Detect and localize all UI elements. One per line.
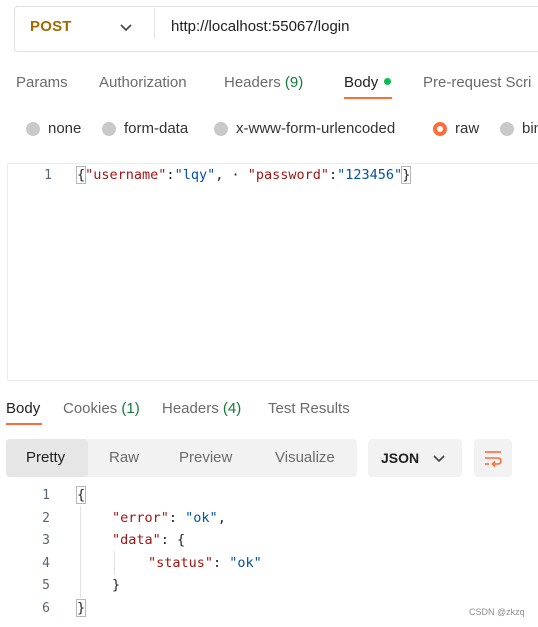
json-colon: :	[329, 167, 338, 183]
json-key: "password"	[247, 167, 330, 183]
response-tab-headers[interactable]: Headers (4)	[162, 400, 241, 417]
json-key: "error"	[112, 510, 169, 526]
line-number: 6	[42, 601, 50, 616]
radio-raw[interactable]: raw	[433, 120, 479, 137]
radio-label: raw	[455, 120, 480, 137]
view-visualize[interactable]: Visualize	[275, 449, 335, 466]
json-colon: :	[213, 555, 230, 571]
line-number: 3	[42, 533, 50, 548]
tab-pre-request-script[interactable]: Pre-request Scri	[423, 74, 531, 91]
line-number: 4	[42, 556, 50, 571]
view-mode-active-bg	[6, 439, 88, 477]
tab-params[interactable]: Params	[16, 74, 68, 91]
url-bar	[14, 6, 538, 52]
radio-none[interactable]: none	[26, 120, 81, 137]
view-preview[interactable]: Preview	[179, 449, 233, 466]
response-line: {	[75, 486, 87, 504]
radio-label: bin	[522, 120, 538, 137]
response-line: "status": "ok"	[148, 555, 262, 571]
brace-open: {	[75, 166, 87, 184]
radio-label: form-data	[124, 120, 189, 137]
tab-label: Headers	[162, 400, 219, 417]
request-body-editor[interactable]	[7, 163, 538, 381]
json-key: "status"	[148, 555, 214, 571]
line-number: 2	[42, 511, 50, 526]
json-comma: ,	[217, 510, 226, 526]
response-tab-cookies[interactable]: Cookies (1)	[63, 400, 140, 417]
brace-close: }	[112, 577, 121, 593]
response-line: }	[112, 577, 120, 593]
watermark: CSDN @zkzq	[469, 607, 525, 617]
tab-label: Body	[6, 400, 41, 417]
radio-form-data[interactable]: form-data	[102, 120, 188, 137]
format-select[interactable]	[368, 439, 462, 477]
radio-binary[interactable]: bin	[500, 120, 538, 137]
method-select[interactable]: POST	[30, 18, 72, 35]
radio-selected-icon	[433, 121, 447, 136]
tab-label: Test Results	[268, 400, 350, 417]
json-value: "lqy"	[174, 167, 216, 183]
chevron-down-icon[interactable]	[118, 20, 134, 36]
json-comma: ,	[215, 167, 224, 183]
json-key: "username"	[85, 167, 167, 183]
tab-label: Cookies	[63, 400, 118, 417]
wrap-lines-icon	[485, 451, 502, 468]
tab-count: (9)	[284, 74, 304, 91]
brace-open: {	[75, 486, 87, 504]
radio-circle-icon	[26, 121, 40, 136]
response-line: }	[75, 599, 87, 617]
brace-close: }	[75, 599, 87, 617]
tab-count: (4)	[222, 400, 242, 417]
tab-label: Body	[344, 74, 379, 91]
radio-label: x-www-form-urlencoded	[236, 120, 396, 137]
line-number: 5	[42, 578, 50, 593]
tab-count: (1)	[121, 400, 140, 417]
json-value: "ok"	[185, 510, 218, 526]
radio-circle-icon	[214, 121, 228, 136]
tab-authorization[interactable]: Authorization	[99, 74, 187, 91]
brace-close: }	[401, 166, 412, 184]
response-line: "error": "ok",	[112, 510, 226, 526]
tab-body[interactable]: Body	[344, 74, 392, 91]
format-label: JSON	[381, 450, 420, 466]
response-tab-body[interactable]: Body	[6, 400, 40, 417]
response-tab-test-results[interactable]: Test Results	[268, 400, 350, 417]
json-colon: :	[168, 510, 186, 526]
tab-label: Pre-request Scri	[423, 74, 532, 91]
url-input[interactable]: http://localhost:55067/login	[171, 18, 350, 35]
brace-open: {	[177, 532, 186, 548]
view-pretty[interactable]: Pretty	[26, 449, 66, 466]
tab-headers[interactable]: Headers (9)	[224, 74, 303, 91]
tab-label: Authorization	[99, 74, 187, 91]
url-divider	[154, 8, 155, 38]
json-value: "123456"	[337, 167, 403, 183]
json-key: "data"	[112, 532, 161, 548]
code-line[interactable]: {"username":"lqy", · "password":"123456"…	[75, 166, 412, 184]
radio-circle-icon	[102, 121, 116, 136]
active-tab-indicator	[344, 97, 392, 99]
line-number: 1	[44, 168, 52, 183]
tab-label: Params	[16, 74, 68, 91]
chevron-down-icon	[433, 455, 445, 463]
line-number: 1	[42, 488, 50, 503]
indent-guide	[80, 506, 81, 598]
json-colon: :	[160, 532, 178, 548]
radio-circle-icon	[500, 121, 514, 136]
radio-label: none	[48, 120, 82, 137]
body-status-dot	[384, 77, 392, 85]
radio-urlencoded[interactable]: x-www-form-urlencoded	[214, 120, 395, 137]
view-raw[interactable]: Raw	[109, 449, 140, 466]
json-colon: :	[166, 167, 175, 183]
response-line: "data": {	[112, 532, 185, 548]
tab-label: Headers	[224, 74, 281, 91]
active-tab-indicator	[6, 423, 42, 425]
indent-guide	[114, 551, 115, 575]
json-value: "ok"	[229, 555, 262, 571]
